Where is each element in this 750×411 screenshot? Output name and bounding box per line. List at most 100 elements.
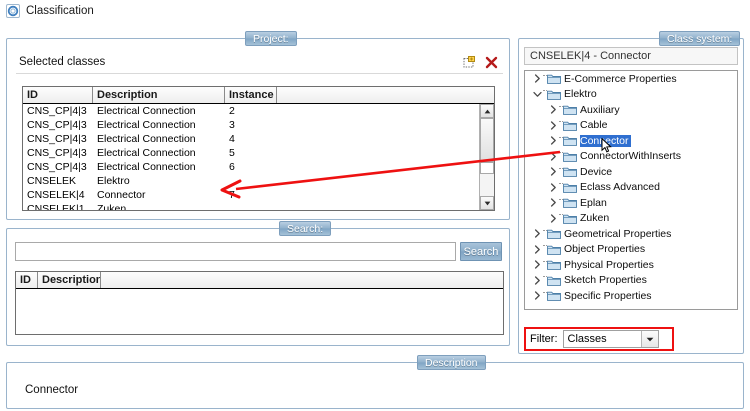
tree-item-eclass-advanced[interactable]: Eclass Advanced bbox=[525, 180, 737, 196]
column-header-id[interactable]: ID bbox=[23, 87, 93, 103]
cell-id: CNSELEK|4 bbox=[27, 189, 85, 201]
cell-description: Electrical Connection bbox=[97, 119, 196, 131]
tree-item-e-commerce-properties[interactable]: E-Commerce Properties bbox=[525, 71, 737, 87]
scroll-down-button[interactable] bbox=[480, 196, 494, 210]
cell-description: Electrical Connection bbox=[97, 147, 196, 159]
scrollbar-thumb-upper[interactable] bbox=[480, 118, 494, 162]
page-title-label: Classification bbox=[26, 5, 94, 17]
tree-item-auxiliary[interactable]: Auxiliary bbox=[525, 102, 737, 118]
panel-header-icons bbox=[463, 56, 498, 69]
results-column-header-filler bbox=[101, 272, 503, 288]
results-column-header-id[interactable]: ID bbox=[16, 272, 38, 288]
scroll-up-button[interactable] bbox=[480, 104, 494, 118]
tree-connector-line bbox=[543, 276, 547, 292]
filter-highlight-box: Filter: Classes bbox=[524, 327, 674, 351]
chevron-right-icon[interactable] bbox=[531, 257, 543, 273]
cell-instance: 2 bbox=[229, 105, 235, 117]
tree-connector-line bbox=[559, 167, 563, 184]
tree-item-specific-properties[interactable]: Specific Properties bbox=[525, 288, 737, 304]
filter-combobox[interactable]: Classes bbox=[562, 330, 659, 348]
tree-item-connector[interactable]: Connector bbox=[525, 133, 737, 153]
chevron-right-icon[interactable] bbox=[547, 211, 559, 227]
tree-item-label: Eclass Advanced bbox=[580, 181, 660, 194]
cell-id: CNS_CP|4|3 bbox=[27, 119, 87, 131]
tree-item-device[interactable]: Device bbox=[525, 164, 737, 180]
search-input[interactable] bbox=[15, 242, 456, 261]
search-results-grid[interactable]: ID Description bbox=[15, 271, 504, 335]
tree-item-zuken[interactable]: Zuken bbox=[525, 211, 737, 227]
description-group-label: Description bbox=[417, 355, 486, 370]
filter-label: Filter: bbox=[530, 333, 558, 345]
chevron-right-icon[interactable] bbox=[547, 118, 559, 134]
search-button[interactable]: Search bbox=[460, 242, 502, 261]
panel-divider bbox=[16, 73, 503, 74]
tree-item-geometrical-properties[interactable]: Geometrical Properties bbox=[525, 226, 737, 242]
search-group-label: Search: bbox=[279, 221, 332, 236]
filter-value: Classes bbox=[567, 333, 607, 345]
chevron-right-icon[interactable] bbox=[547, 180, 559, 196]
cell-id: CNS_CP|4|3 bbox=[27, 105, 87, 117]
tree-item-label: Auxiliary bbox=[580, 103, 620, 116]
close-icon[interactable] bbox=[485, 56, 498, 69]
cell-id: CNSELEK bbox=[27, 175, 77, 187]
results-column-header-description[interactable]: Description bbox=[38, 272, 101, 288]
tree-connector-line bbox=[559, 121, 563, 137]
tree-item-elektro[interactable]: Elektro bbox=[525, 87, 737, 103]
project-group-label: Project: bbox=[245, 31, 297, 46]
tree-item-label: ConnectorWithInserts bbox=[580, 150, 681, 163]
folder-icon bbox=[563, 166, 580, 178]
tree-item-cable[interactable]: Cable bbox=[525, 118, 737, 134]
cell-description: Electrical Connection bbox=[97, 161, 196, 173]
chevron-right-icon[interactable] bbox=[547, 195, 559, 211]
chevron-right-icon[interactable] bbox=[547, 133, 559, 149]
tree-item-label: E-Commerce Properties bbox=[564, 72, 677, 85]
tree-item-sketch-properties[interactable]: Sketch Properties bbox=[525, 273, 737, 289]
tree-connector-line bbox=[543, 229, 547, 246]
chevron-right-icon[interactable] bbox=[547, 164, 559, 180]
folder-icon bbox=[547, 259, 564, 271]
tree-item-eplan[interactable]: Eplan bbox=[525, 195, 737, 211]
class-system-group: Class system: CNSELEK|4 - Connector E-Co… bbox=[518, 31, 744, 354]
tree-item-object-properties[interactable]: Object Properties bbox=[525, 242, 737, 258]
tree-connector-line bbox=[559, 183, 563, 199]
cell-description: Connector bbox=[97, 189, 146, 201]
tree-connector-line bbox=[559, 105, 563, 122]
scrollbar-thumb[interactable] bbox=[480, 162, 494, 174]
chevron-down-icon[interactable] bbox=[531, 87, 543, 103]
chevron-right-icon[interactable] bbox=[547, 149, 559, 165]
folder-icon bbox=[547, 73, 564, 85]
tree-item-connectorwithinserts[interactable]: ConnectorWithInserts bbox=[525, 149, 737, 165]
ring-icon bbox=[6, 4, 20, 18]
column-header-description[interactable]: Description bbox=[93, 87, 225, 103]
chevron-down-icon[interactable] bbox=[640, 331, 658, 347]
chevron-right-icon[interactable] bbox=[531, 226, 543, 242]
grid-header-row: ID Description Instance bbox=[23, 87, 494, 104]
tree-connector-line bbox=[543, 291, 547, 308]
tree-item-label: Object Properties bbox=[564, 243, 646, 256]
chevron-right-icon[interactable] bbox=[531, 273, 543, 289]
column-header-instance[interactable]: Instance bbox=[225, 87, 277, 103]
chevron-right-icon[interactable] bbox=[531, 288, 543, 304]
chevron-right-icon[interactable] bbox=[531, 71, 543, 87]
tree-item-label: Zuken bbox=[580, 212, 610, 225]
chevron-right-icon[interactable] bbox=[531, 242, 543, 258]
selected-grid-scrollbar[interactable] bbox=[479, 104, 494, 210]
tree-item-physical-properties[interactable]: Physical Properties bbox=[525, 257, 737, 273]
class-path-field[interactable]: CNSELEK|4 - Connector bbox=[524, 47, 738, 65]
new-class-icon[interactable] bbox=[463, 56, 476, 69]
chevron-right-icon[interactable] bbox=[547, 102, 559, 118]
description-text: Connector bbox=[25, 384, 79, 396]
